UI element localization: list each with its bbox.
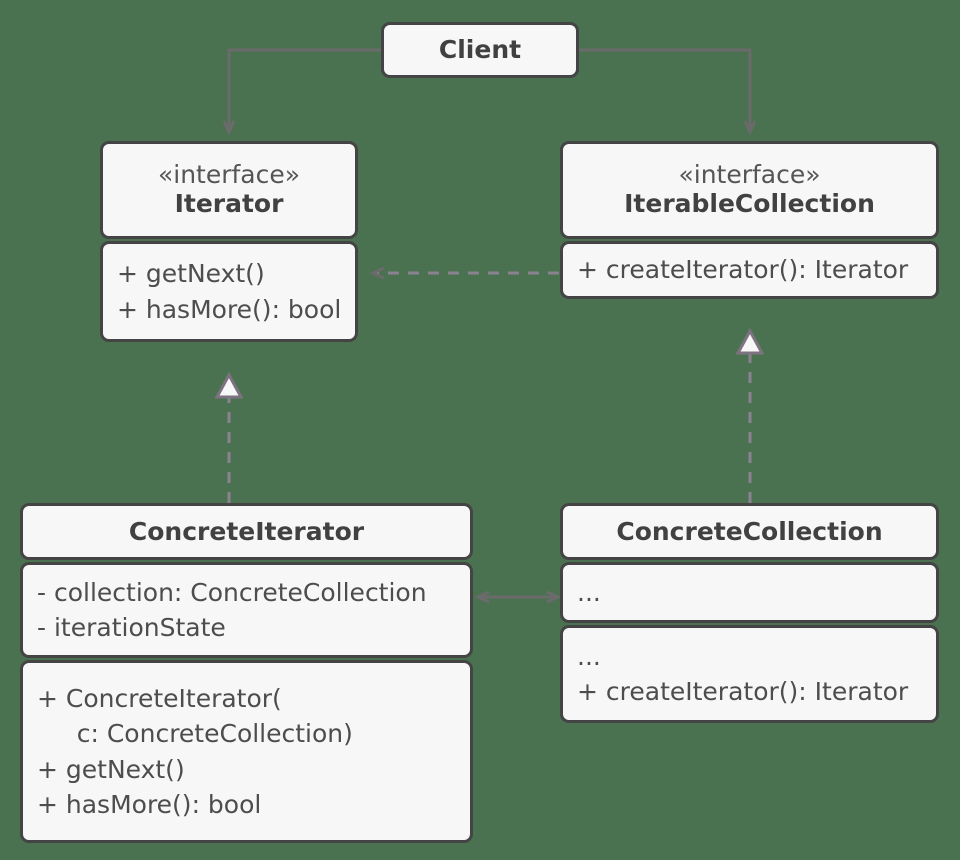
concrete-iterator-methods-compartment: + ConcreteIterator( c: ConcreteCollectio… <box>20 660 473 843</box>
connector-client-to-iterator <box>229 48 381 131</box>
class-box-concrete-iterator[interactable]: ConcreteIterator - collection: ConcreteC… <box>20 503 473 843</box>
concrete-iterator-method-2: + getNext() <box>37 754 185 784</box>
iterator-title-compartment: «interface» Iterator <box>100 141 358 239</box>
client-class-name: Client <box>438 35 522 64</box>
iterator-method-1: + hasMore(): bool <box>117 294 342 324</box>
iterator-stereotype: «interface» <box>157 159 301 189</box>
concrete-iterator-attributes-compartment: - collection: ConcreteCollection - itera… <box>20 562 473 658</box>
concrete-iterator-attribute-1: - iterationState <box>37 613 226 642</box>
concrete-collection-title-compartment: ConcreteCollection <box>560 503 939 560</box>
concrete-collection-attributes-compartment: ... <box>560 562 939 623</box>
concrete-iterator-title-compartment: ConcreteIterator <box>20 503 473 560</box>
iterable-collection-class-name: IterableCollection <box>624 189 875 219</box>
concrete-iterator-class-name: ConcreteIterator <box>128 516 365 546</box>
concrete-collection-method-1: + createIterator(): Iterator <box>577 677 909 706</box>
concrete-collection-methods-compartment: ... + createIterator(): Iterator <box>560 625 939 723</box>
iterable-collection-stereotype: «interface» <box>678 159 821 189</box>
concrete-collection-attribute-0: ... <box>577 577 601 607</box>
iterator-class-name: Iterator <box>174 189 284 219</box>
concrete-iterator-method-0: + ConcreteIterator( <box>37 683 282 713</box>
concrete-iterator-method-3: + hasMore(): bool <box>37 790 262 819</box>
concrete-collection-method-0: ... <box>577 641 601 671</box>
class-box-client[interactable]: Client <box>381 22 579 78</box>
concrete-iterator-method-1: c: ConcreteCollection) <box>37 719 353 748</box>
iterable-collection-title-compartment: «interface» IterableCollection <box>560 141 939 239</box>
class-box-iterable-collection[interactable]: «interface» IterableCollection + createI… <box>560 141 939 299</box>
client-title-compartment: Client <box>381 22 579 78</box>
concrete-iterator-attribute-0: - collection: ConcreteCollection <box>37 577 427 607</box>
class-box-iterator[interactable]: «interface» Iterator + getNext() + hasMo… <box>100 141 358 342</box>
class-box-concrete-collection[interactable]: ConcreteCollection ... ... + createItera… <box>560 503 939 723</box>
iterator-methods-compartment: + getNext() + hasMore(): bool <box>100 241 358 342</box>
iterator-method-0: + getNext() <box>117 259 265 288</box>
iterable-collection-methods-compartment: + createIterator(): Iterator <box>560 241 939 299</box>
concrete-collection-class-name: ConcreteCollection <box>616 516 883 546</box>
connector-client-to-iterable-collection <box>579 48 750 131</box>
iterable-collection-method-0: + createIterator(): Iterator <box>577 255 909 285</box>
